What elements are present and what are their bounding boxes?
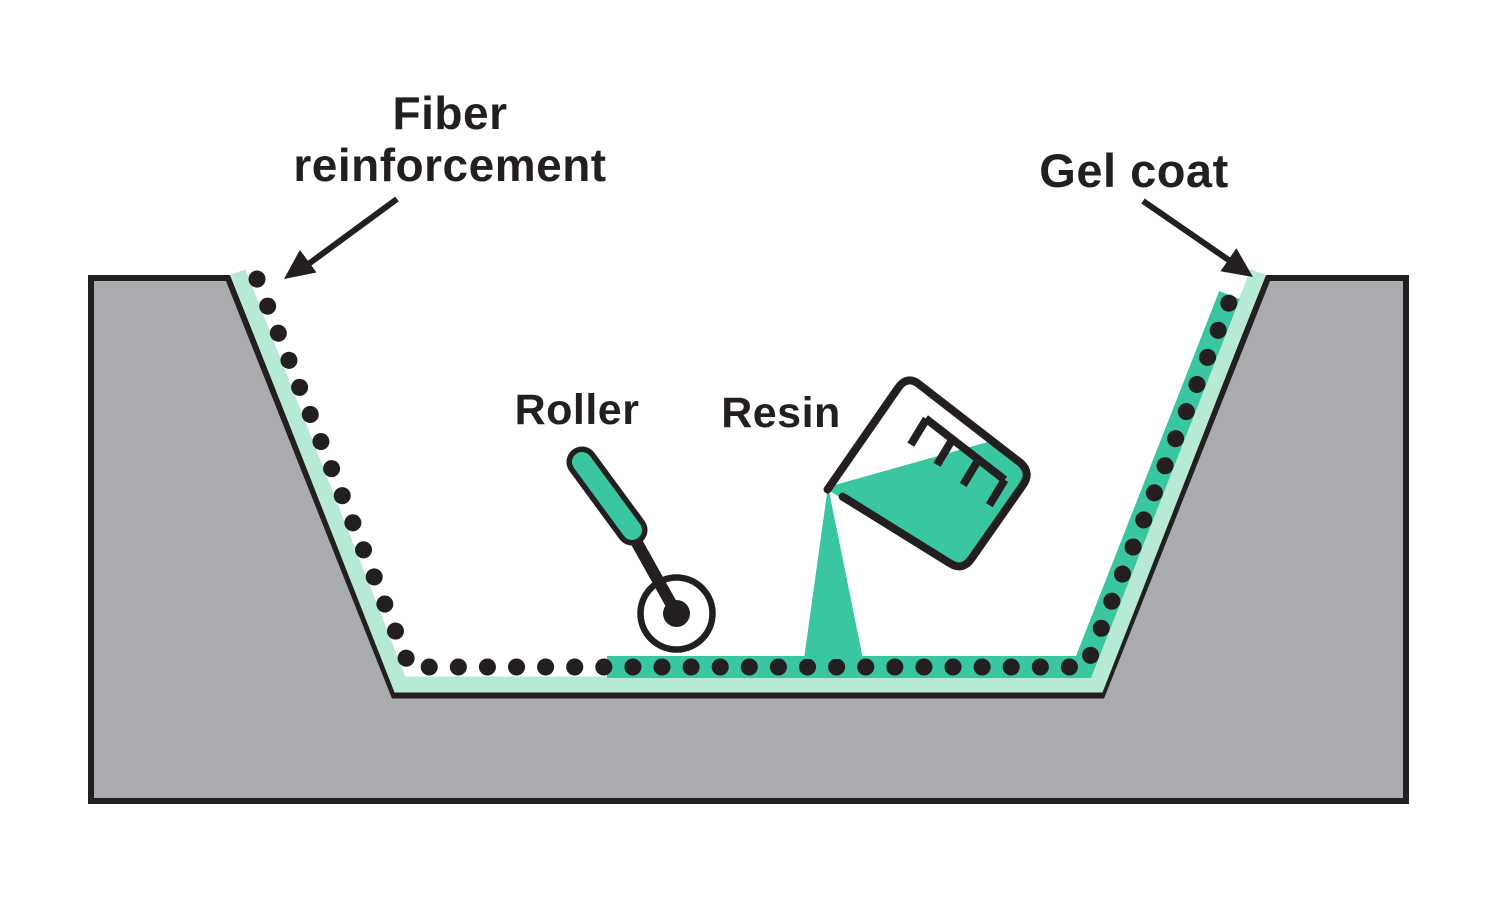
beaker-outline	[823, 376, 1031, 571]
resin-stream	[804, 486, 863, 659]
resin-label: Resin	[721, 389, 841, 437]
fiber-reinforcement-label: Fiber reinforcement	[293, 87, 607, 192]
roller-handle	[572, 452, 642, 540]
gel-coat-label: Gel coat	[1039, 144, 1229, 197]
fiber-label-line2: reinforcement	[293, 138, 607, 191]
fiber-reinforcement-dots	[248, 270, 1243, 676]
beaker-scale-icon	[907, 415, 1009, 508]
beaker-liquid	[824, 440, 1027, 567]
roller-hub	[663, 600, 690, 627]
gelcoat-arrow	[1141, 198, 1253, 277]
fiber-label-line1: Fiber	[392, 87, 508, 139]
resin-layer	[607, 290, 1240, 678]
fiber-arrowhead-icon	[284, 249, 317, 279]
beaker-icon	[823, 376, 1031, 571]
mold-body	[88, 275, 1409, 804]
fiber-arrow	[284, 196, 399, 279]
roller-label: Roller	[514, 386, 640, 434]
gel-coat-layer	[230, 269, 1266, 693]
roller-icon	[566, 446, 716, 653]
gelcoat-arrowhead-icon	[1220, 248, 1253, 277]
